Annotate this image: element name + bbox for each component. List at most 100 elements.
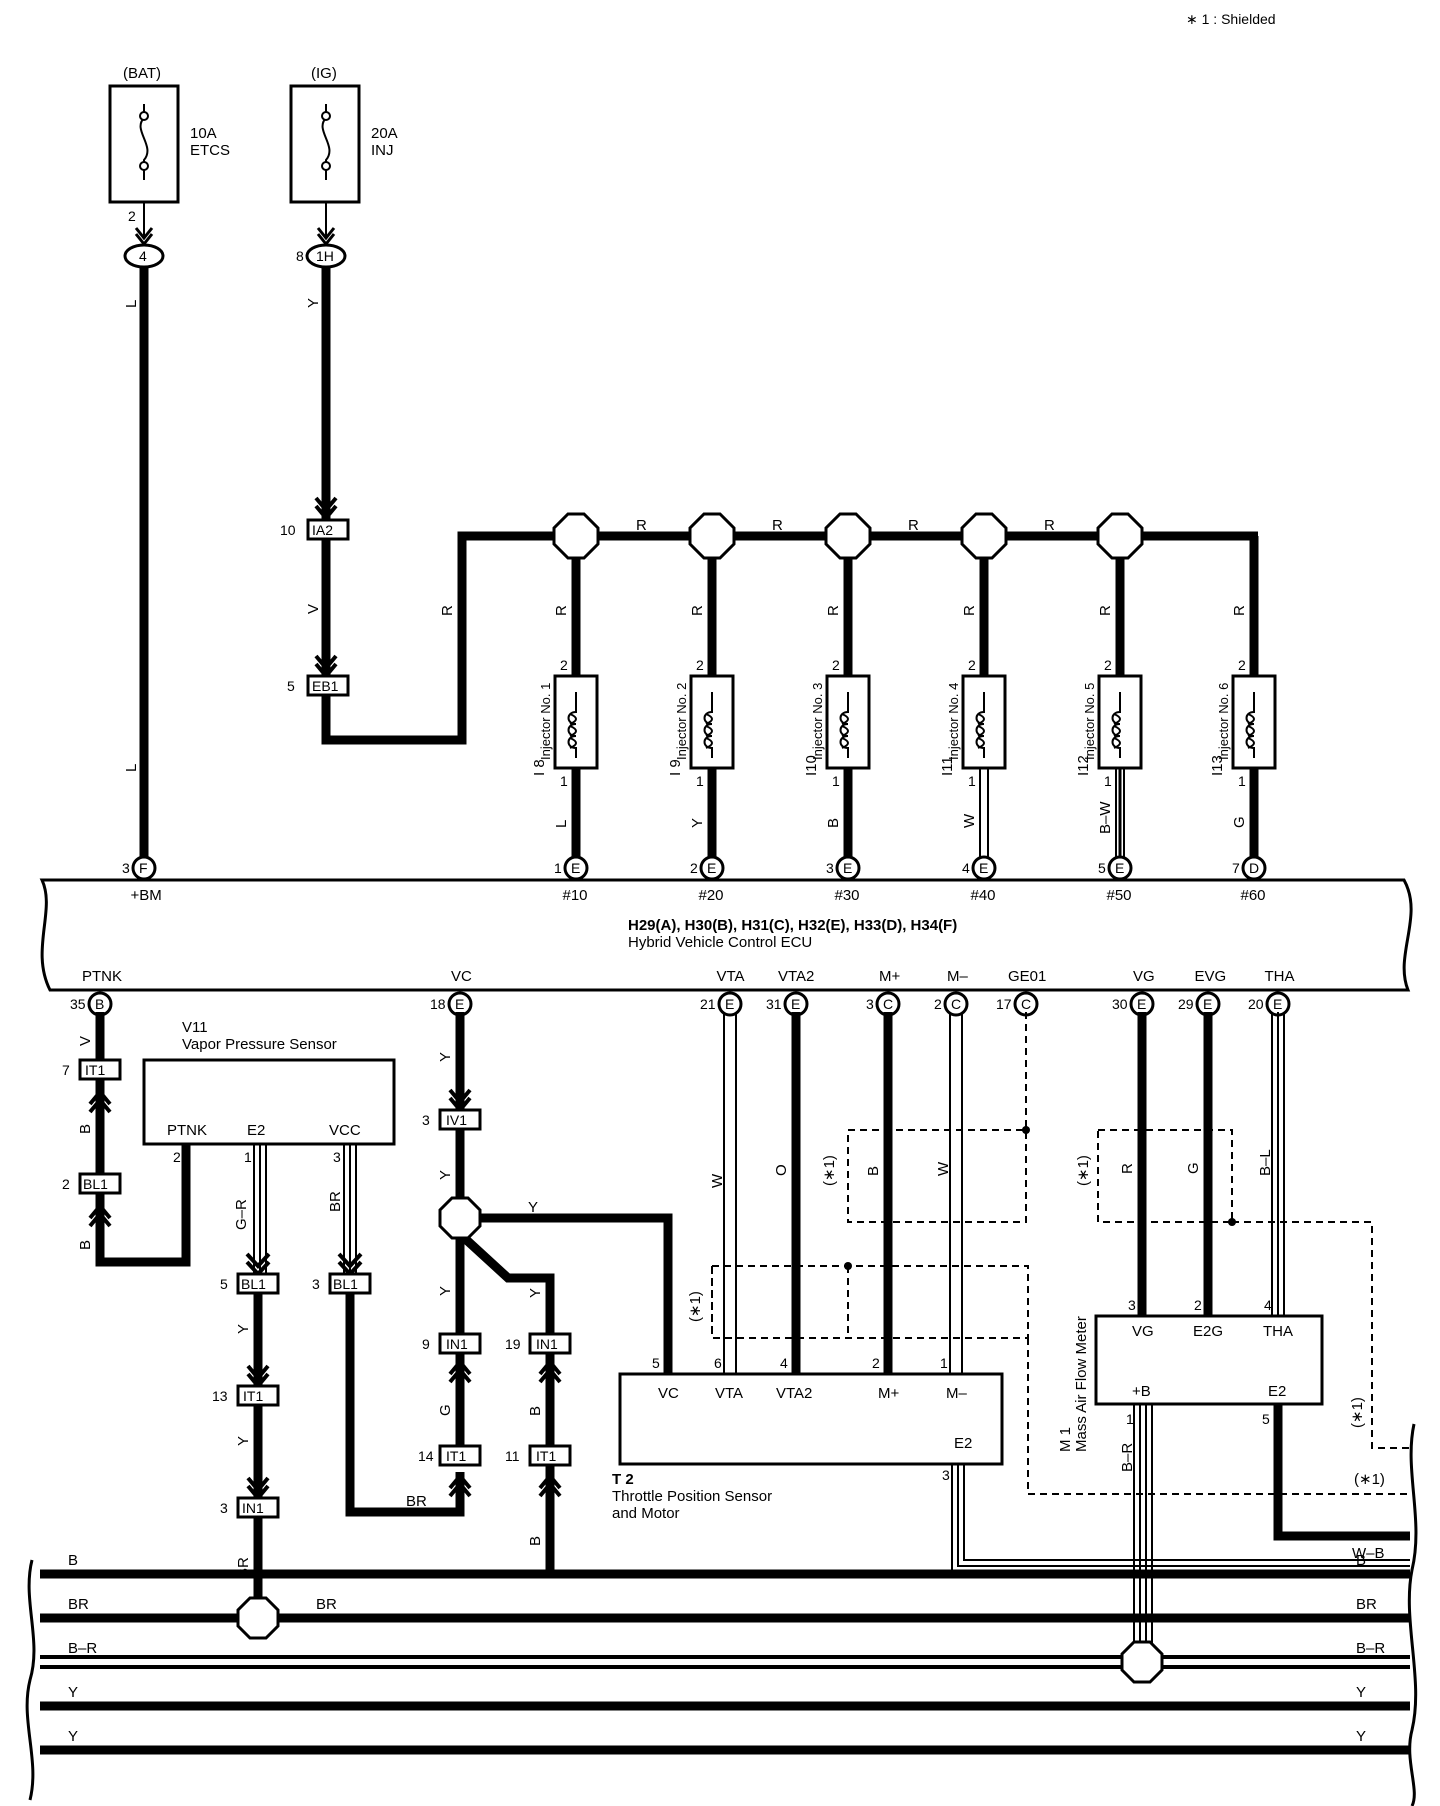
maf-code: M 1 [1057,1427,1074,1452]
terminal-pin: 4 [1264,1297,1272,1313]
connector-name: EB1 [312,678,339,694]
injector-code: I13 [1209,755,1226,776]
terminal-num: 20 [1248,996,1264,1012]
terminal-label: EVG [1195,968,1227,985]
wire-color: B [825,818,842,828]
terminal-pin: 5 [652,1355,660,1371]
shield-markings: (∗1) (∗1) (∗1) (∗1) (∗1) [687,1012,1410,1495]
bus-label-right: BR [1356,1596,1377,1613]
wire-color: BR [406,1493,427,1510]
throttle-position-sensor [618,1372,1004,1466]
terminal-label: E2 [954,1435,972,1452]
connector-name: IT1 [85,1062,105,1078]
e2-wire: G–R BL1 5 Y IT1 13 Y IN1 3 BR [212,1144,280,1610]
injector-name: Injector No. 5 [1082,683,1097,760]
ecu-terminal: C3M+ [866,968,901,1017]
connector-name: BL1 [333,1276,358,1292]
pin-top: 2 [1238,657,1246,673]
wire-color: B–R [1119,1443,1136,1472]
bus-label-right: B–R [1356,1640,1385,1657]
terminal-pin: 5 [1262,1411,1270,1427]
wire-color: R [636,517,647,534]
wire-color: R [772,517,783,534]
terminal-label: #60 [1241,887,1266,904]
fuse-source: (IG) [311,65,337,82]
break-edge [1407,1423,1418,1806]
pin-top: 2 [696,657,704,673]
connector-it1 [438,1444,482,1467]
injector-name: Injector No. 3 [810,683,825,760]
splice-br [236,1596,280,1640]
ecu-title: H29(A), H30(B), H31(C), H32(E), H33(D), … [628,917,957,934]
terminal-label: VTA [717,968,745,985]
terminal-pin: 3 [333,1149,341,1165]
fuse-rating: 20A [371,125,398,142]
splice [1096,512,1144,560]
terminal-label: +B [1132,1383,1151,1400]
wire-color: Y [437,1052,454,1062]
coil-icon [839,692,849,758]
connector-pin: 5 [220,1276,228,1292]
connector-pin: 3 [422,1112,430,1128]
wire-color: B [865,1166,882,1176]
wire-color: R [908,517,919,534]
wire-color: B [527,1536,544,1546]
wire-color: Y [235,1436,252,1446]
wire-r-feed [321,531,553,745]
terminal-label: +BM [131,887,162,904]
ecu-terminal: F3+BM [122,855,162,904]
vapor-pressure-sensor [142,1058,396,1146]
maf-name: Mass Air Flow Meter [1073,1316,1090,1452]
ecu-terminal: E4#40 [962,855,997,904]
terminal-label: THA [1265,968,1295,985]
terminal-num: 35 [70,996,86,1012]
wire-color: Y [305,298,322,308]
ecu-subtitle: Hybrid Vehicle Control ECU [628,934,812,951]
connector-name: BL1 [241,1276,266,1292]
wire-color: B–W [1097,801,1114,834]
connector-pin: 3 [220,1500,228,1516]
terminal-pin: 1 [940,1355,948,1371]
injector-code: I11 [939,756,956,776]
terminal-pin: 3 [942,1467,950,1483]
fuse-pin: 8 [296,248,304,264]
wire-color: B [77,1240,94,1250]
wire-color: R [961,605,978,616]
injector-name: Injector No. 1 [538,683,553,760]
connector-letter: E [1203,996,1212,1012]
connector-letter: E [725,996,734,1012]
connector-letter: B [95,996,104,1012]
wire-color: R [689,605,706,616]
injector-code: I12 [1075,755,1092,776]
terminal-num: 3 [826,860,834,876]
wire-color: Y [437,1170,454,1180]
terminal-label: VCC [329,1122,361,1139]
terminal-num: 4 [962,860,970,876]
connector-pin: 13 [212,1388,228,1404]
terminal-pin: 1 [1126,1411,1134,1427]
terminal-num: 1 [554,860,562,876]
wire-color: Y [528,1199,538,1216]
connector-letter: F [139,860,148,876]
pin-bot: 1 [832,773,840,789]
splice [688,512,736,560]
connector-pin: 19 [505,1336,521,1352]
terminal-label: #20 [699,887,724,904]
wire-color: R [1231,605,1248,616]
connector-pin: 11 [505,1448,520,1464]
injector-name: Injector No. 6 [1216,683,1231,760]
fuse-box [289,84,361,204]
wire-color: B–L [1257,1149,1274,1176]
connector-name: IT1 [446,1448,466,1464]
terminal-pin: 2 [173,1149,181,1165]
terminal-num: 30 [1112,996,1128,1012]
terminal-label: E2 [1268,1383,1286,1400]
wire-color: R [1044,517,1055,534]
ecu-bottom-terminals: B35PTNKE18VCE21VTAE31VTA2C3M+C2M–C17GE01… [70,968,1295,1017]
sensor-name: Vapor Pressure Sensor [182,1036,337,1053]
